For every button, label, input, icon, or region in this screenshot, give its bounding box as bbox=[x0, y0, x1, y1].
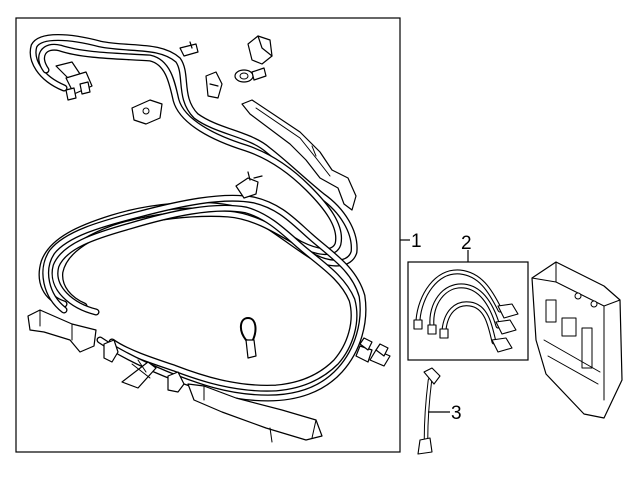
foam-support-block bbox=[27, 309, 97, 353]
upper-hose-end-connectors bbox=[55, 61, 93, 101]
grommet-fitting bbox=[234, 67, 267, 83]
callout-3-label: 3 bbox=[451, 403, 462, 424]
heater-hose-set bbox=[413, 269, 519, 353]
hose-clip-lower-1 bbox=[103, 339, 119, 363]
long-support-bracket bbox=[241, 99, 357, 211]
lower-hose-end-connectors bbox=[355, 337, 391, 367]
callout-1-label: 1 bbox=[411, 231, 422, 252]
assembly-1-frame bbox=[15, 17, 401, 453]
hose-clip-upper bbox=[205, 71, 223, 99]
callout-2-label: 2 bbox=[461, 233, 472, 254]
hose-clip-lower-2 bbox=[167, 371, 185, 393]
cable-tie bbox=[240, 317, 257, 359]
mounting-bracket-top-right bbox=[247, 35, 273, 65]
small-bracket-top bbox=[179, 41, 199, 57]
lower-loop-harness bbox=[42, 194, 367, 402]
push-pin-clip bbox=[235, 171, 263, 199]
heater-core-module bbox=[531, 261, 623, 419]
retainer-plate bbox=[131, 99, 163, 125]
lower-trim-bracket bbox=[187, 383, 323, 443]
wiring-bracket bbox=[121, 359, 157, 389]
single-hose-part-3 bbox=[417, 367, 441, 455]
